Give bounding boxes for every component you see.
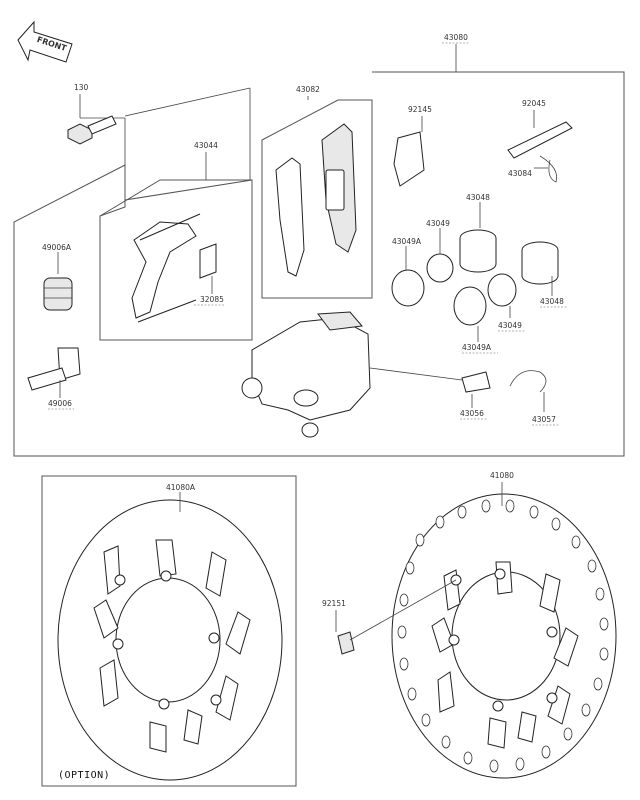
label-49006A: 49006A — [42, 243, 72, 252]
label-43049-top: 43049 — [426, 219, 450, 228]
label-43048-top: 43048 — [466, 193, 490, 202]
seal-43049-top — [426, 253, 454, 283]
bracket-kit-box — [99, 179, 253, 341]
label-43049A-top: 43049A — [392, 237, 422, 246]
piston-43048-right — [521, 241, 559, 285]
seal-43049-bottom — [487, 273, 517, 307]
piston-43048-top — [459, 229, 497, 273]
option-disc-box — [41, 475, 297, 787]
label-41080: 41080 — [490, 471, 514, 480]
label-43044: 43044 — [194, 141, 218, 150]
disc-bolt-92151 — [337, 579, 457, 655]
seal-43049A-top — [391, 269, 425, 307]
boot-49006A — [43, 277, 73, 311]
brake-disc-41080A — [57, 499, 283, 781]
label-43082: 43082 — [296, 85, 320, 94]
label-43049A-bottom: 43049A — [462, 343, 492, 352]
label-43084: 43084 — [508, 169, 532, 178]
brake-disc-41080 — [391, 493, 617, 779]
label-43048-right: 43048 — [540, 297, 564, 306]
label-43049-bottom: 43049 — [498, 321, 522, 330]
brake-pads-43082 — [275, 123, 357, 277]
label-92151: 92151 — [322, 599, 346, 608]
label-43080: 43080 — [444, 33, 468, 42]
pad-pin-92045 — [507, 121, 573, 159]
label-49006: 49006 — [48, 399, 72, 408]
clip-32085 — [199, 243, 217, 279]
bolt-130 — [67, 115, 117, 145]
bleeder-valve-43056 — [461, 371, 491, 393]
label-130: 130 — [74, 83, 89, 92]
label-43057: 43057 — [532, 415, 556, 424]
pad-set-box — [261, 99, 373, 299]
label-41080A: 41080A — [166, 483, 196, 492]
label-43056: 43056 — [460, 409, 484, 418]
label-92145: 92145 — [408, 105, 432, 114]
bleeder-cap-43057 — [509, 370, 547, 393]
front-arrow-badge: FRONT — [17, 20, 73, 63]
label-32085: 32085 — [200, 295, 224, 304]
caliper-bracket-43044 — [131, 213, 201, 323]
pad-spring-92145 — [393, 131, 425, 187]
slide-pin-49006 — [27, 347, 81, 391]
seal-43049A-bottom — [453, 286, 487, 326]
caliper-body — [241, 311, 371, 438]
label-92045: 92045 — [522, 99, 546, 108]
pin-clip-43084 — [539, 155, 558, 183]
option-label: (OPTION) — [58, 770, 110, 781]
